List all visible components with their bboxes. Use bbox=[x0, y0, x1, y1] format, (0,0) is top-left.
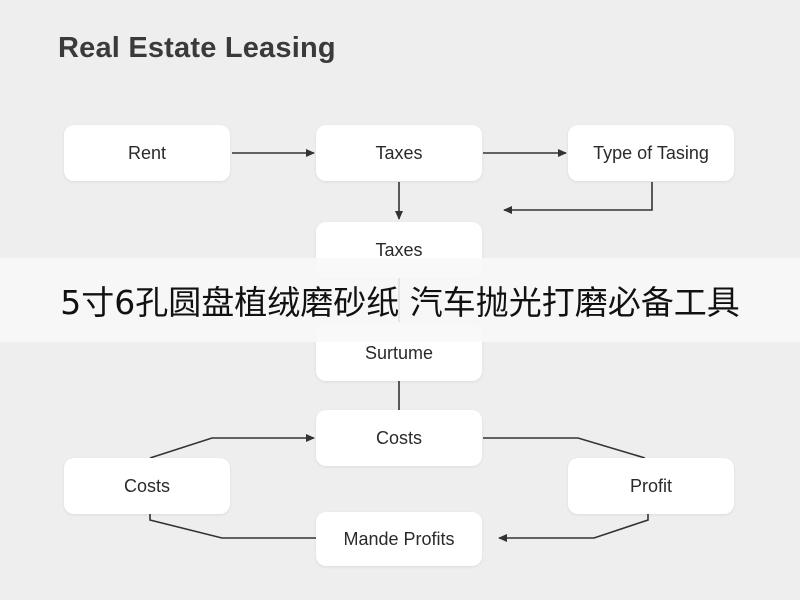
product-banner: 5寸6孔圆盘植绒磨砂纸 汽车抛光打磨必备工具 bbox=[0, 258, 800, 342]
edge-costs-left-to-mande-profits bbox=[149, 513, 316, 539]
node-mande-profits: Mande Profits bbox=[316, 512, 482, 566]
node-profit-label: Profit bbox=[629, 475, 672, 496]
node-type-of-tasing: Type of Tasing bbox=[568, 125, 734, 181]
node-surtume-label: Surtume bbox=[364, 342, 434, 363]
node-taxes-top-label: Taxes bbox=[375, 142, 423, 163]
node-type-of-tasing-label: Type of Tasing bbox=[593, 142, 709, 163]
node-taxes-mid-label: Taxes bbox=[375, 239, 423, 260]
edge-costs-left-to-costs bbox=[149, 434, 315, 459]
node-costs-center: Costs bbox=[316, 410, 482, 466]
node-costs-left-label: Costs bbox=[123, 475, 170, 496]
node-rent-label: Rent bbox=[127, 142, 167, 163]
node-rent: Rent bbox=[64, 125, 230, 181]
node-profit: Profit bbox=[568, 458, 734, 514]
edge-type-of-tasing-return bbox=[503, 182, 653, 214]
diagram-title: Real Estate Leasing bbox=[58, 32, 336, 64]
node-costs-center-label: Costs bbox=[375, 427, 422, 448]
edge-profit-to-mande-profits bbox=[498, 513, 649, 542]
node-taxes-top: Taxes bbox=[316, 125, 482, 181]
node-costs-left: Costs bbox=[64, 458, 230, 514]
edge-costs-to-profit bbox=[483, 437, 646, 459]
product-banner-text: 5寸6孔圆盘植绒磨砂纸 汽车抛光打磨必备工具 bbox=[60, 283, 740, 322]
node-mande-profits-label: Mande Profits bbox=[343, 528, 455, 549]
